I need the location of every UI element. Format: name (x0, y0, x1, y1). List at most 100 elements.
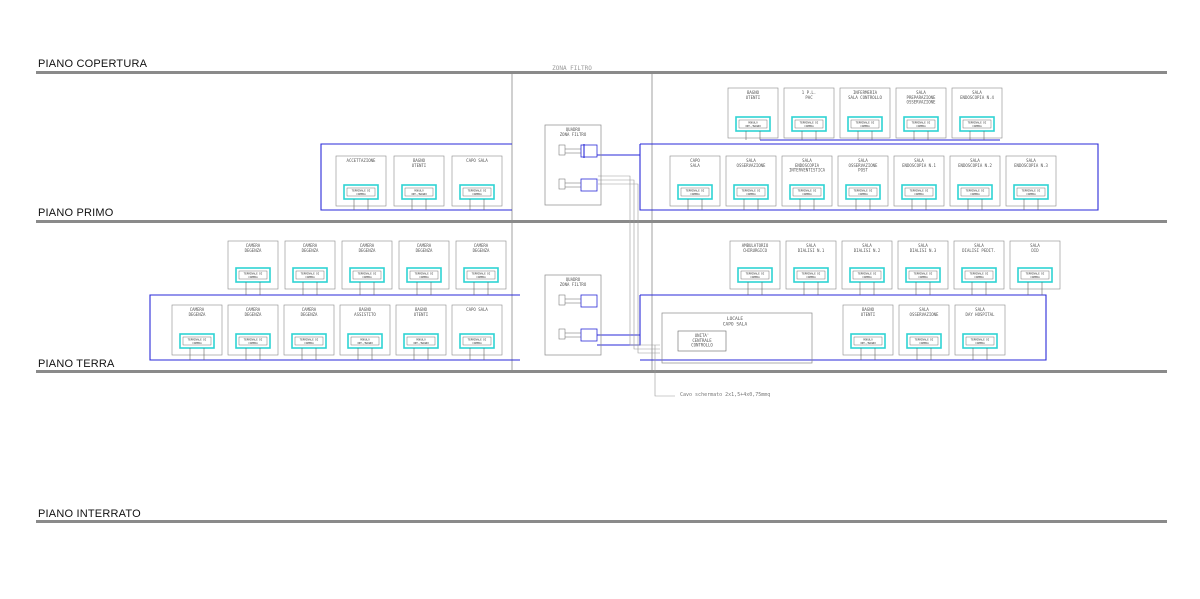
device-frame (735, 116, 771, 132)
panel-breaker (558, 144, 566, 156)
device-face (906, 119, 936, 129)
terminal-label: TERMINALE DI (244, 338, 263, 342)
room-label: OSSERVAZIONE (849, 163, 878, 168)
central-unit-label: UNITA' (695, 333, 709, 338)
terminal-label: CAMERA (690, 192, 700, 196)
device-frame (789, 184, 825, 200)
room-label: DIALISI N.2 (854, 248, 881, 253)
room-frame (895, 87, 947, 139)
room-label: BAGNO (415, 307, 428, 312)
cable-grey (598, 179, 660, 350)
terminal-label: CAMERA (975, 341, 985, 345)
terminal-label: CAMERA (1026, 192, 1036, 196)
room-label: OSSERVAZIONE (907, 100, 936, 105)
terminal-label: TERMINALE DI (971, 338, 990, 342)
device-face (1020, 270, 1050, 280)
room-label: CAMERA (417, 243, 432, 248)
floor-label-terra: PIANO TERRA (38, 358, 115, 370)
room-frame (841, 240, 893, 290)
bus-line-first-right (639, 143, 1099, 211)
bus-line-ground-right (640, 294, 1047, 361)
device-frame (903, 116, 939, 132)
cable-grey (598, 183, 660, 354)
room-frame (725, 155, 777, 207)
room-frame (898, 304, 950, 356)
cable-note-leader (654, 345, 675, 397)
device-face (350, 336, 380, 346)
terminal-label: TERMINALE DI (188, 338, 207, 342)
module-label: MODULO (416, 338, 426, 342)
terminal-label: TERMINALE DI (915, 338, 934, 342)
terminal-label: TERMINALE DI (856, 121, 875, 125)
room-frame (335, 155, 387, 207)
device-face (962, 119, 992, 129)
room-frame (455, 240, 507, 290)
room-label: OSSERVAZIONE (910, 312, 939, 317)
device-frame (343, 184, 379, 200)
panel-label: QUADRO (566, 127, 581, 132)
terminal-label: CAMERA (974, 275, 984, 279)
cable-note: Cavo schermato 2x1,5+4x0,75mmq (680, 392, 770, 398)
panel-breaker (558, 328, 566, 340)
device-frame (957, 184, 993, 200)
room-label: ENDOSCOPIA N.1 (902, 163, 936, 168)
room-frame (839, 87, 891, 139)
device-frame (401, 184, 437, 200)
terminal-label: CAMERA (472, 192, 482, 196)
room-label: CAMERA (360, 243, 375, 248)
device-frame (235, 333, 271, 349)
device-frame (733, 184, 769, 200)
bus-line-ground-right-link (597, 295, 641, 346)
room-label: DEGENZA (359, 248, 376, 253)
room-label: CAMERA (474, 243, 489, 248)
room-frame (227, 304, 279, 356)
room-label: SALA (746, 158, 756, 163)
room-frame (781, 155, 833, 207)
device-face (965, 336, 995, 346)
module-label: INT./BAGNO (357, 341, 373, 345)
terminal-label: TERMINALE DI (798, 189, 817, 193)
device-frame (1013, 184, 1049, 200)
room-label: CAMERA (303, 243, 318, 248)
room-label: BAGNO (862, 307, 875, 312)
floor-label-primo: PIANO PRIMO (38, 207, 114, 219)
room-frame (341, 240, 393, 290)
device-face (462, 336, 492, 346)
terminal-label: TERMINALE DI (468, 189, 487, 193)
room-label: SALA (916, 90, 926, 95)
device-face (792, 187, 822, 197)
room-frame (171, 304, 223, 356)
room-frame (897, 240, 949, 290)
room-label: DEGENZA (245, 248, 262, 253)
room-label: DEGENZA (416, 248, 433, 253)
room-label: CAPO SALA (466, 307, 488, 312)
module-label: INT./BAGNO (413, 341, 429, 345)
terminal-label: TERMINALE DI (970, 272, 989, 276)
central-room-label: CAPO SALA (723, 321, 748, 327)
terminal-label: TERMINALE DI (1026, 272, 1045, 276)
terminal-label: TERMINALE DI (910, 189, 929, 193)
room-frame (283, 304, 335, 356)
terminal-label: TERMINALE DI (686, 189, 705, 193)
terminal-label: TERMINALE DI (858, 272, 877, 276)
device-face (238, 270, 268, 280)
terminal-label: CAMERA (248, 341, 258, 345)
panel-label: ZONA FILTRO (560, 132, 587, 137)
module-label: MODULO (414, 189, 424, 193)
central-unit-box (677, 330, 727, 352)
